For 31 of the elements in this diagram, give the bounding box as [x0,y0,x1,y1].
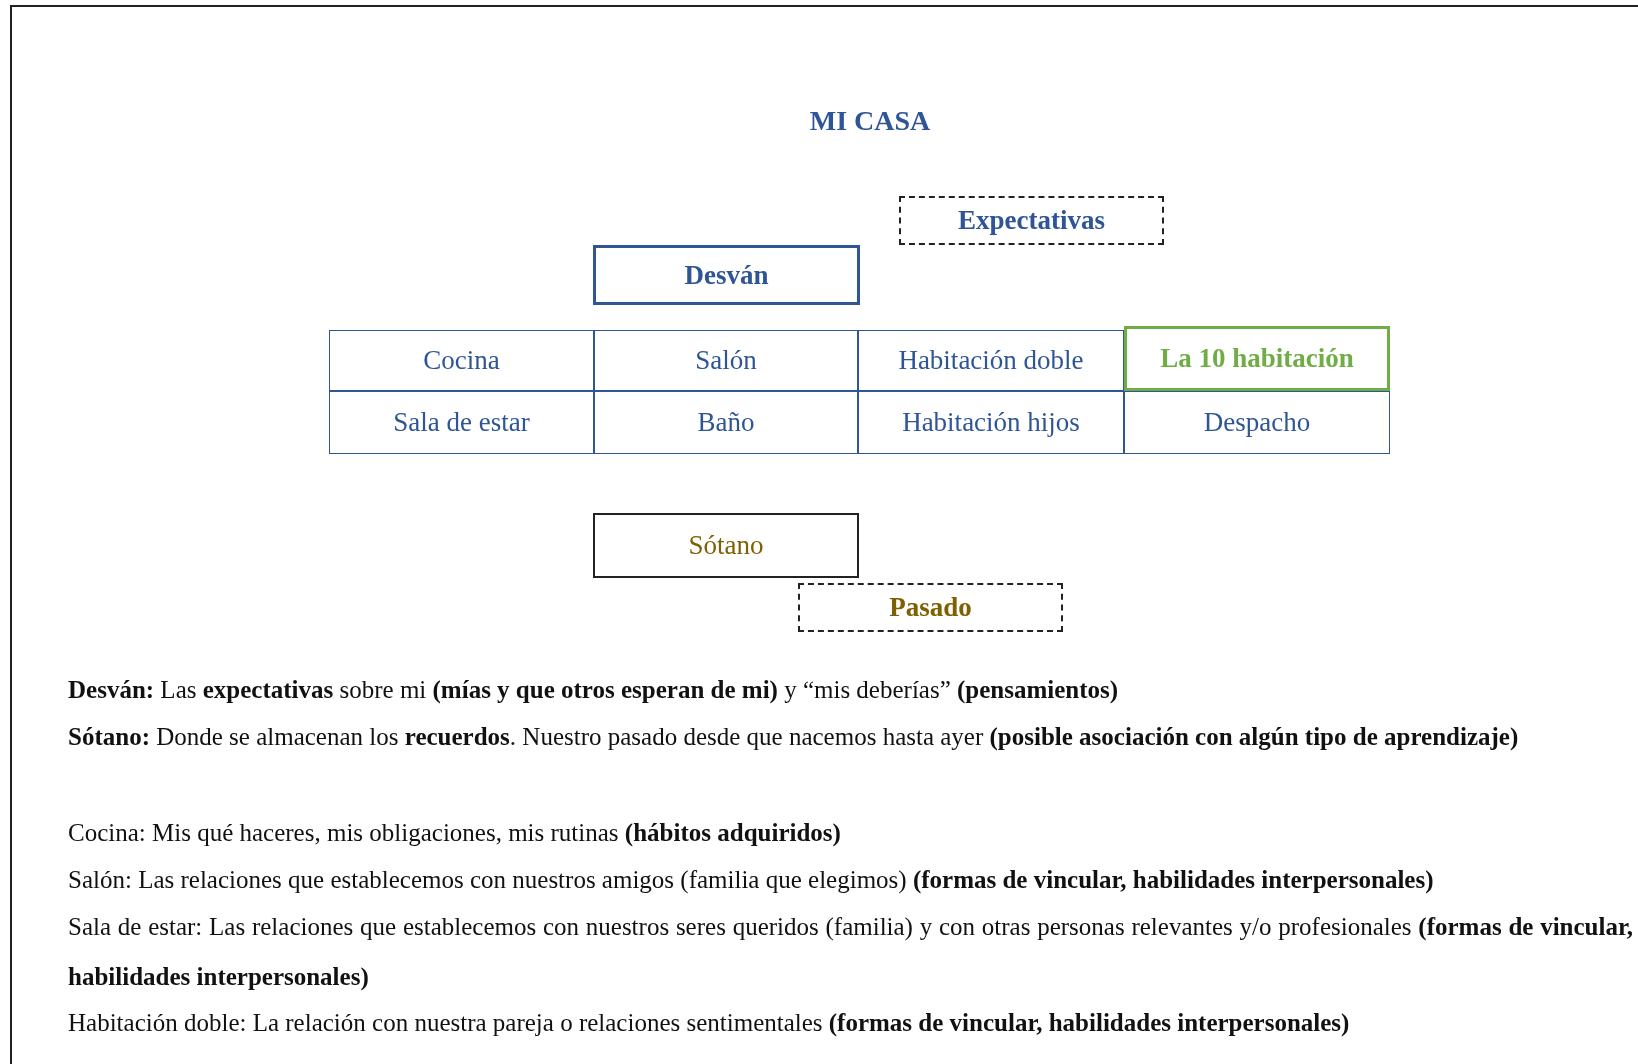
room-box [593,245,860,305]
cell-text: La 10 habitación [1160,343,1354,374]
title: MI CASA [808,105,932,137]
table-cell [1124,391,1390,454]
description-paragraph: Salón: Las relaciones que establecemos con nuestros amigos (familia que elegimos) (formas de vincular, habilidades interpersonales) [68,865,1435,896]
description-paragraph: Habitación doble: La relación con nuestra pareja o relaciones sentimentales (formas de vincular, habilidades interpersonales) [68,1008,1351,1038]
cell-text: Baño [697,407,755,438]
room-box [593,513,859,578]
description-paragraph: Sótano: Donde se almacenan los recuerdos. Nuestro pasado desde que nacemos hasta ayer (posible asociación con algún tipo de aprendizaje) [68,722,1520,753]
table-cell [594,330,858,391]
table-cell [594,391,858,454]
highlighted-cell [1124,326,1390,391]
table-cell [329,330,594,391]
cell-text: Habitación hijos [902,407,1080,438]
cell-text: Expectativas [958,205,1105,236]
dashed-box [798,583,1063,632]
description-paragraph: Cocina: Mis qué haceres, mis obligaciones, mis rutinas (hábitos adquiridos) [68,818,842,849]
cell-text: Cocina [423,345,500,376]
dashed-box [899,196,1164,245]
table-cell [858,391,1124,454]
table-cell [858,330,1124,391]
cell-text: Pasado [889,592,972,623]
cell-text: Desván [684,259,769,291]
cell-text: Despacho [1203,407,1311,438]
description-paragraph: Desván: Las expectativas sobre mi (mías y que otros esperan de mi) y “mis deberías” (pensamientos) [68,675,1120,706]
cell-text: Salón [695,345,757,376]
table-cell [329,391,594,454]
description-paragraph: Sala de estar: Las relaciones que establecemos con nuestros seres queridos (familia) y con otras personas relevantes y/o profesionales (formas de vincular, habilidades interpersonales) [68,912,1633,993]
cell-text: Sala de estar [393,407,530,438]
cell-text: Habitación doble [898,345,1084,376]
cell-text: Sótano [688,530,764,561]
